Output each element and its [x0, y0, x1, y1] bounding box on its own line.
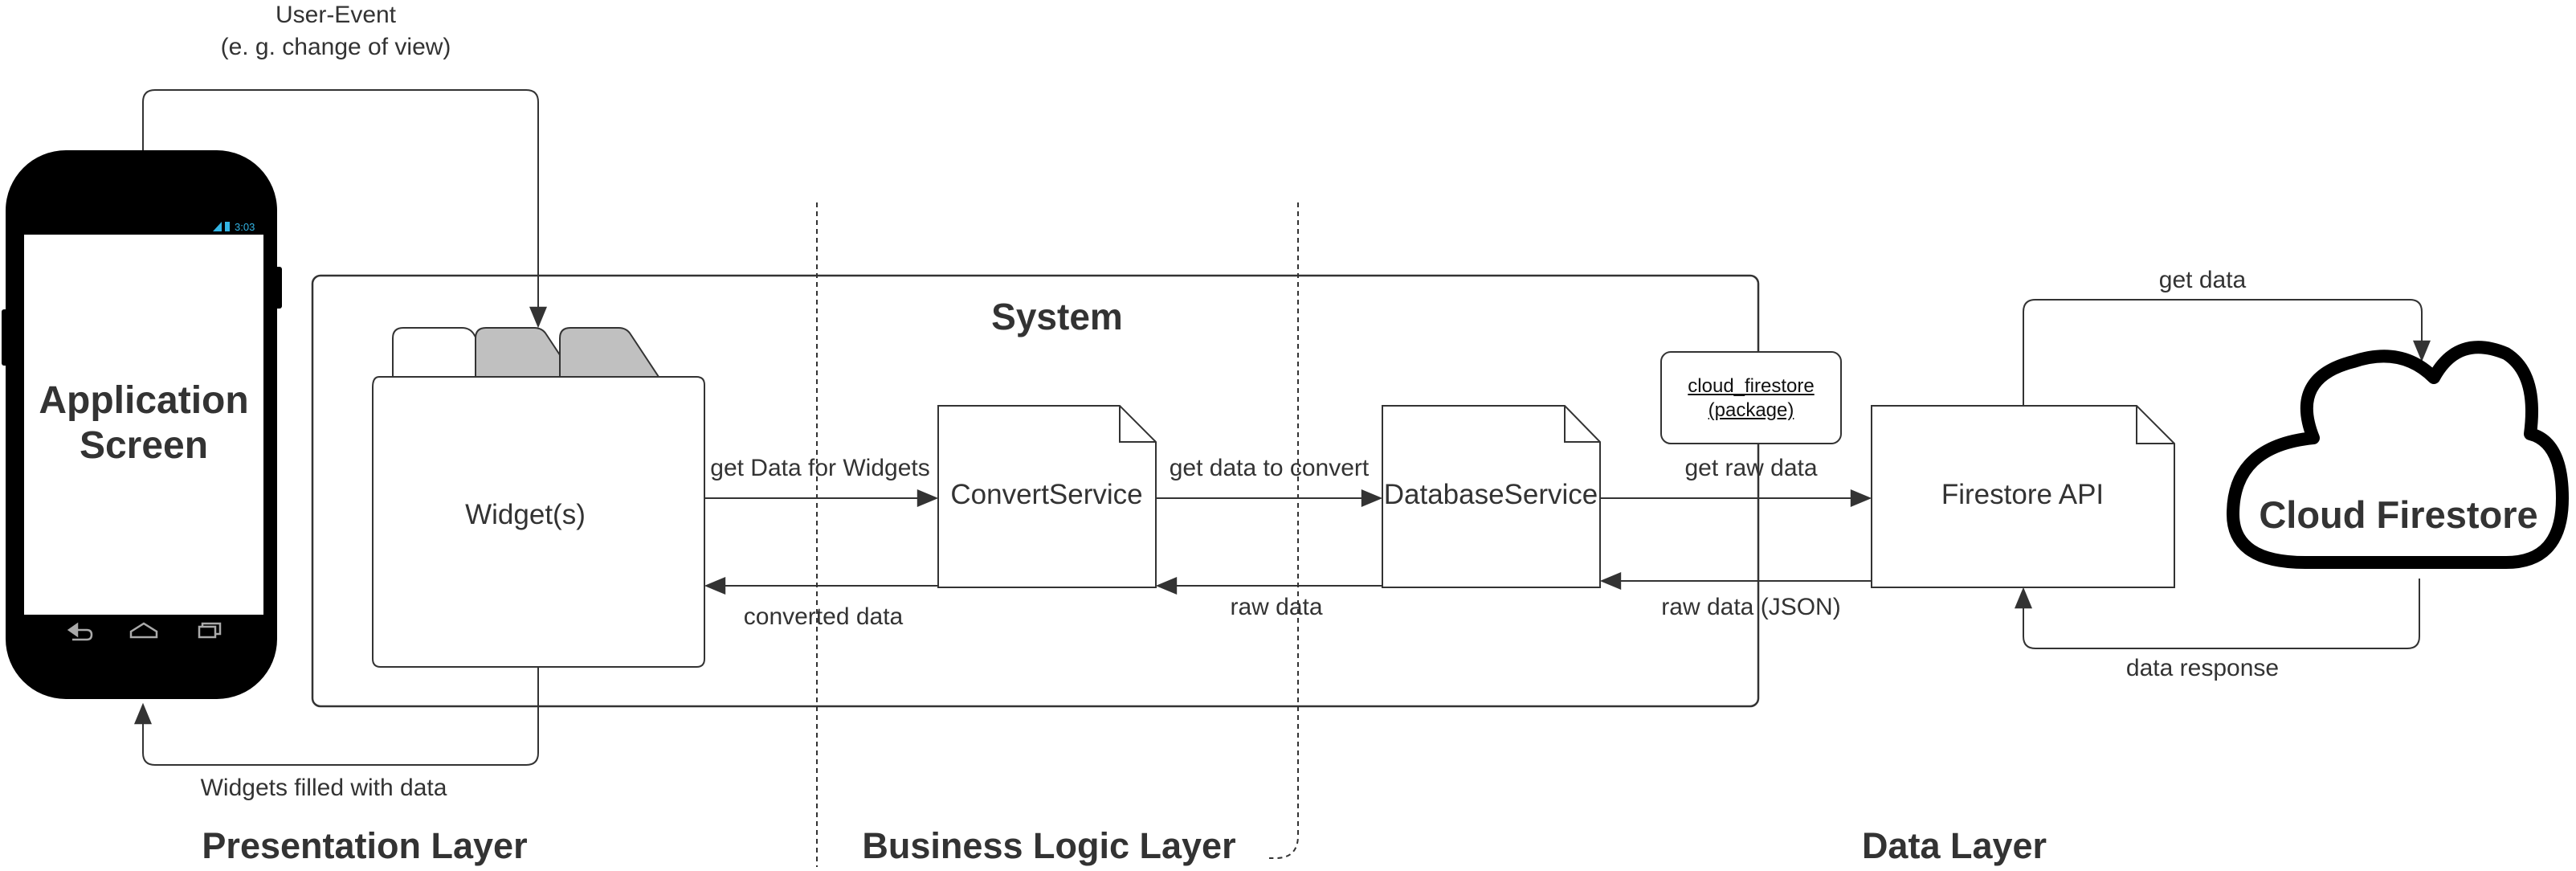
raw-data-label: raw data: [1230, 594, 1323, 620]
edge-get-data: [2023, 299, 2431, 406]
presentation-layer-label: Presentation Layer: [202, 825, 528, 866]
system-title: System: [991, 296, 1123, 337]
phone-nav-back-icon: [67, 622, 93, 641]
data-response-label: data response: [2125, 655, 2280, 681]
edge-widgets-filled: [134, 667, 539, 766]
database-service-label: DatabaseService: [1383, 479, 1598, 510]
phone-nav-home-icon: [129, 622, 158, 639]
widgets-filled-label: Widgets filled with data: [200, 775, 447, 801]
raw-data-json-label: raw data (JSON): [1661, 594, 1841, 620]
application-screen-label-line2: Screen: [79, 424, 209, 467]
package-label-name: cloud_firestore: [1688, 375, 1815, 397]
converted-data-label: converted data: [743, 603, 904, 630]
convert-service-label: ConvertService: [950, 479, 1143, 510]
layer-separator-2: [1269, 202, 1299, 859]
get-data-to-convert-label: get data to convert: [1169, 455, 1370, 481]
phone-screen: [24, 235, 263, 615]
firestore-api-node: [1871, 405, 2175, 588]
phone-status-icons: 3:03: [213, 221, 255, 233]
cloud-firestore-node: [2227, 341, 2569, 569]
get-raw-data-label: get raw data: [1684, 455, 1818, 481]
database-service-node: [1382, 405, 1601, 588]
package-label-type: (package): [1708, 399, 1794, 421]
widgets-folder: [372, 327, 705, 668]
data-layer-label: Data Layer: [1861, 825, 2047, 866]
package-box: [1660, 351, 1842, 444]
user-event-sublabel: (e. g. change of view): [220, 34, 451, 60]
get-data-for-widgets-label: get Data for Widgets: [710, 455, 930, 481]
folder-tab-1: [475, 327, 576, 378]
cloud-firestore-label: Cloud Firestore: [2259, 493, 2538, 536]
user-event-label: User-Event: [275, 2, 397, 28]
phone-status-time: 3:03: [235, 221, 255, 233]
get-data-label: get data: [2158, 267, 2247, 293]
edge-user-event: [142, 89, 547, 329]
folder-tab-2: [559, 327, 660, 378]
phone-device: 3:03: [2, 150, 282, 699]
edge-data-response: [2015, 579, 2420, 649]
business-logic-layer-label: Business Logic Layer: [862, 825, 1236, 866]
phone-nav-recent-icon: [198, 622, 222, 639]
system-container: [311, 274, 1760, 708]
convert-service-node: [937, 405, 1157, 588]
firestore-api-label: Firestore API: [1941, 479, 2104, 510]
widgets-label: Widget(s): [465, 499, 586, 530]
application-screen-label: Application: [39, 379, 249, 422]
